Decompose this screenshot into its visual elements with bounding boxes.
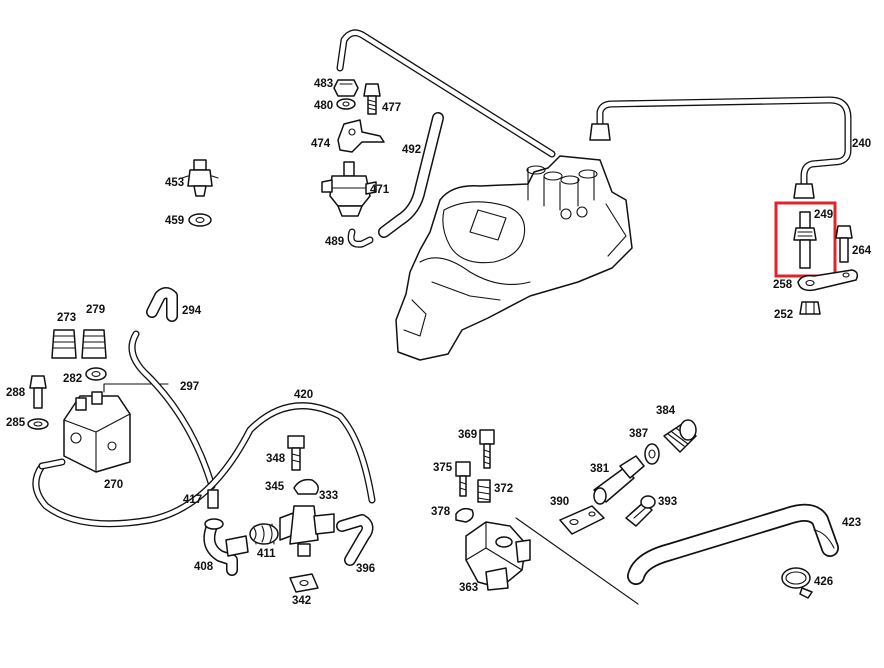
hose-492: [378, 112, 444, 238]
bolt-264: [835, 225, 853, 263]
hose-297: [128, 330, 216, 490]
gasket-342: [289, 573, 319, 593]
elbow-408: [203, 518, 249, 576]
nut-483: [333, 79, 359, 97]
hose-420: [32, 402, 376, 528]
label-489: 489: [325, 236, 345, 248]
gasket-258: [797, 269, 859, 292]
label-279: 279: [86, 304, 106, 316]
spring-411: [249, 523, 279, 545]
clip-345: [293, 478, 319, 495]
gasket-390: [559, 505, 605, 535]
label-294: 294: [182, 305, 202, 317]
leader-363: [515, 517, 639, 605]
label-258: 258: [773, 279, 793, 291]
label-384: 384: [656, 405, 676, 417]
label-474: 474: [311, 138, 331, 150]
label-372: 372: [494, 483, 514, 495]
label-264: 264: [852, 245, 872, 257]
clip-378: [455, 507, 474, 523]
connector-417: [207, 489, 219, 509]
bolt-477: [363, 83, 381, 115]
bolt-369: [479, 429, 495, 469]
washer-285: [27, 418, 49, 430]
label-381: 381: [590, 463, 610, 475]
fitting-279: [81, 329, 107, 359]
warmup-regulator-270: [63, 391, 131, 473]
elbow-294: [146, 287, 178, 322]
valve-393: [625, 495, 656, 527]
label-285: 285: [6, 417, 26, 429]
valve-381: [593, 455, 645, 505]
washer-282: [85, 367, 107, 381]
clamp-426: [781, 567, 813, 599]
fitting-273: [51, 329, 77, 359]
label-420: 420: [294, 389, 314, 401]
label-252: 252: [774, 309, 794, 321]
label-408: 408: [194, 561, 214, 573]
label-393: 393: [658, 496, 678, 508]
label-342: 342: [292, 595, 312, 607]
label-483: 483: [314, 78, 334, 90]
bolt-348: [287, 435, 305, 471]
label-333: 333: [319, 490, 339, 502]
label-348: 348: [266, 453, 286, 465]
nut-252: [799, 301, 821, 315]
label-282: 282: [63, 373, 83, 385]
label-492: 492: [402, 144, 422, 156]
housing-363: [465, 521, 531, 591]
label-375: 375: [433, 462, 453, 474]
label-453: 453: [165, 177, 185, 189]
label-297: 297: [180, 381, 200, 393]
washer-387: [644, 443, 660, 465]
label-411: 411: [257, 548, 276, 560]
label-345: 345: [265, 481, 285, 493]
label-273: 273: [57, 312, 77, 324]
bolt-288: [29, 375, 47, 409]
washer-480: [336, 98, 356, 110]
nozzle-384: [663, 419, 697, 453]
label-270: 270: [104, 479, 124, 491]
label-387: 387: [629, 428, 649, 440]
label-249[interactable]: 249: [814, 209, 834, 221]
label-363: 363: [459, 582, 479, 594]
label-459: 459: [165, 215, 185, 227]
elbow-396: [336, 514, 374, 566]
label-423: 423: [842, 517, 862, 529]
label-477: 477: [382, 102, 402, 114]
washer-459: [188, 213, 212, 227]
valve-333: [279, 505, 335, 557]
bracket-474: [337, 119, 385, 153]
pressure-regulator-471: [321, 161, 377, 217]
label-369: 369: [458, 429, 478, 441]
label-390: 390: [550, 496, 570, 508]
sensor-453: [181, 159, 219, 197]
label-378: 378: [431, 506, 451, 518]
spring-372: [477, 479, 491, 503]
label-288: 288: [6, 387, 26, 399]
label-417: 417: [183, 494, 203, 506]
label-426: 426: [814, 576, 834, 588]
label-480: 480: [314, 100, 334, 112]
hose-423: [627, 503, 839, 585]
label-471: 471: [370, 184, 390, 196]
hose-489: [347, 228, 374, 248]
label-396: 396: [356, 563, 376, 575]
bolt-375: [455, 461, 471, 497]
fuel-distributor-housing: [395, 155, 633, 361]
label-240: 240: [852, 138, 872, 150]
fuel-line-240: [336, 29, 852, 199]
